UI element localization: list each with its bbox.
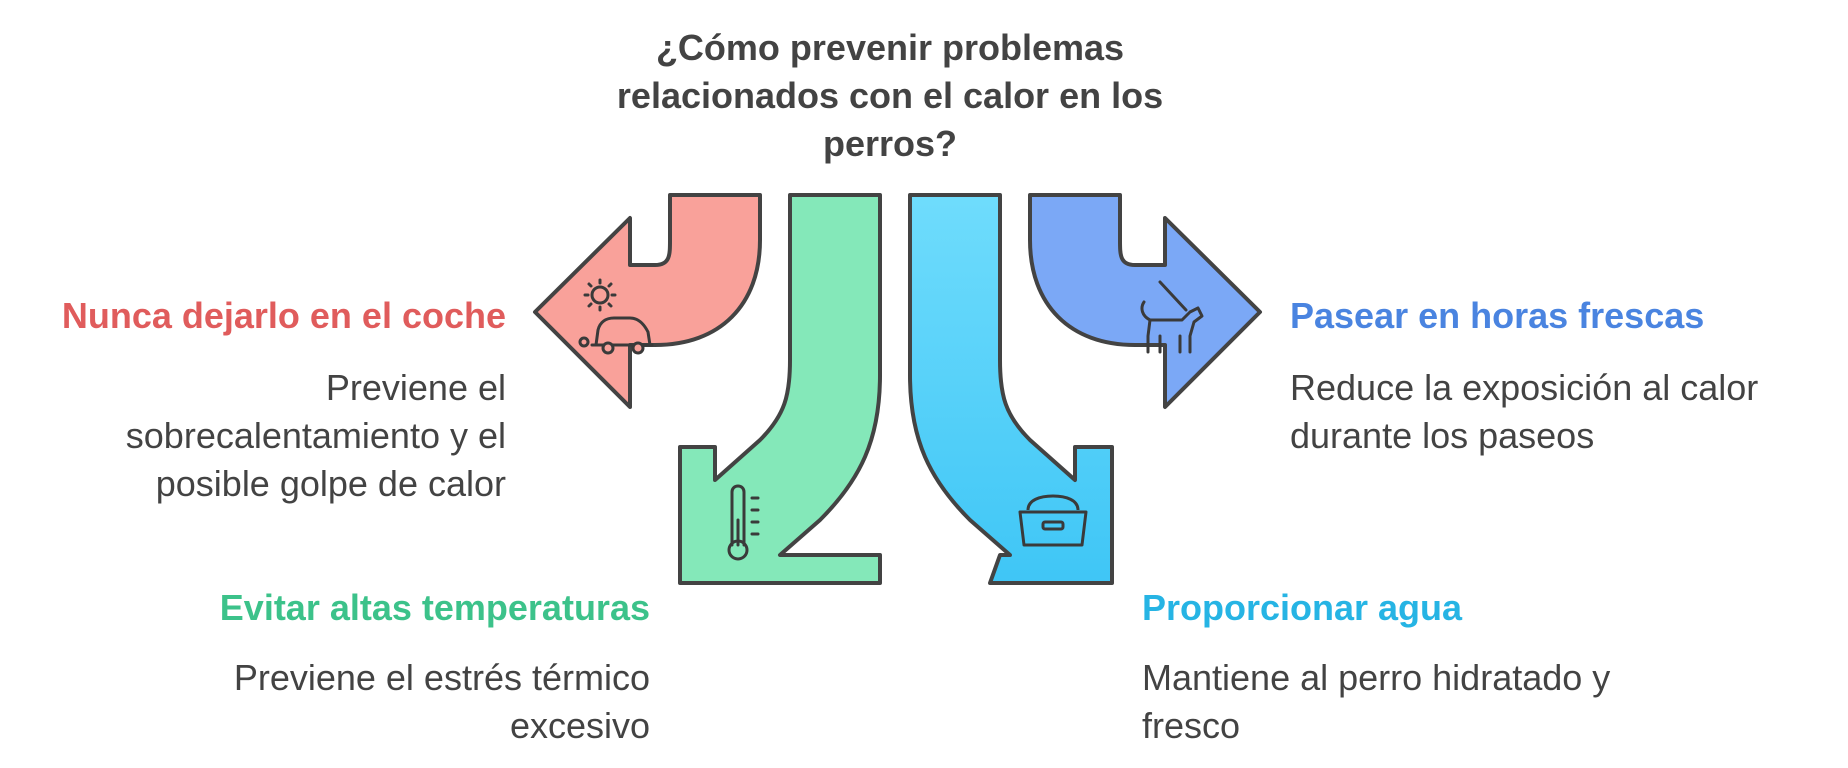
heading-walk: Pasear en horas frescas	[1290, 295, 1705, 336]
arrow-walk	[1028, 193, 1262, 409]
hot-car-icon	[578, 278, 654, 355]
thermometer-icon	[727, 484, 760, 561]
dog-walking-icon	[1140, 280, 1204, 354]
dog-bowl-icon	[1018, 494, 1088, 547]
diagram-title: ¿Cómo prevenir problemas relacionados co…	[616, 27, 1164, 164]
description-water: Mantiene al perro hidratado y fresco	[1142, 657, 1611, 746]
heading-water: Proporcionar agua	[1142, 587, 1463, 628]
heading-temperature: Evitar altas temperaturas	[219, 587, 650, 628]
heading-car: Nunca dejarlo en el coche	[61, 295, 506, 336]
description-temperature: Previene el estrés térmico excesivo	[233, 657, 650, 746]
arrow-thermometer	[678, 193, 882, 585]
arrow-water	[908, 193, 1114, 585]
arrow-car	[533, 193, 762, 409]
description-car: Previene el sobrecalentamiento y el posi…	[125, 367, 506, 504]
description-walk: Reduce la exposición al calor durante lo…	[1290, 367, 1759, 456]
